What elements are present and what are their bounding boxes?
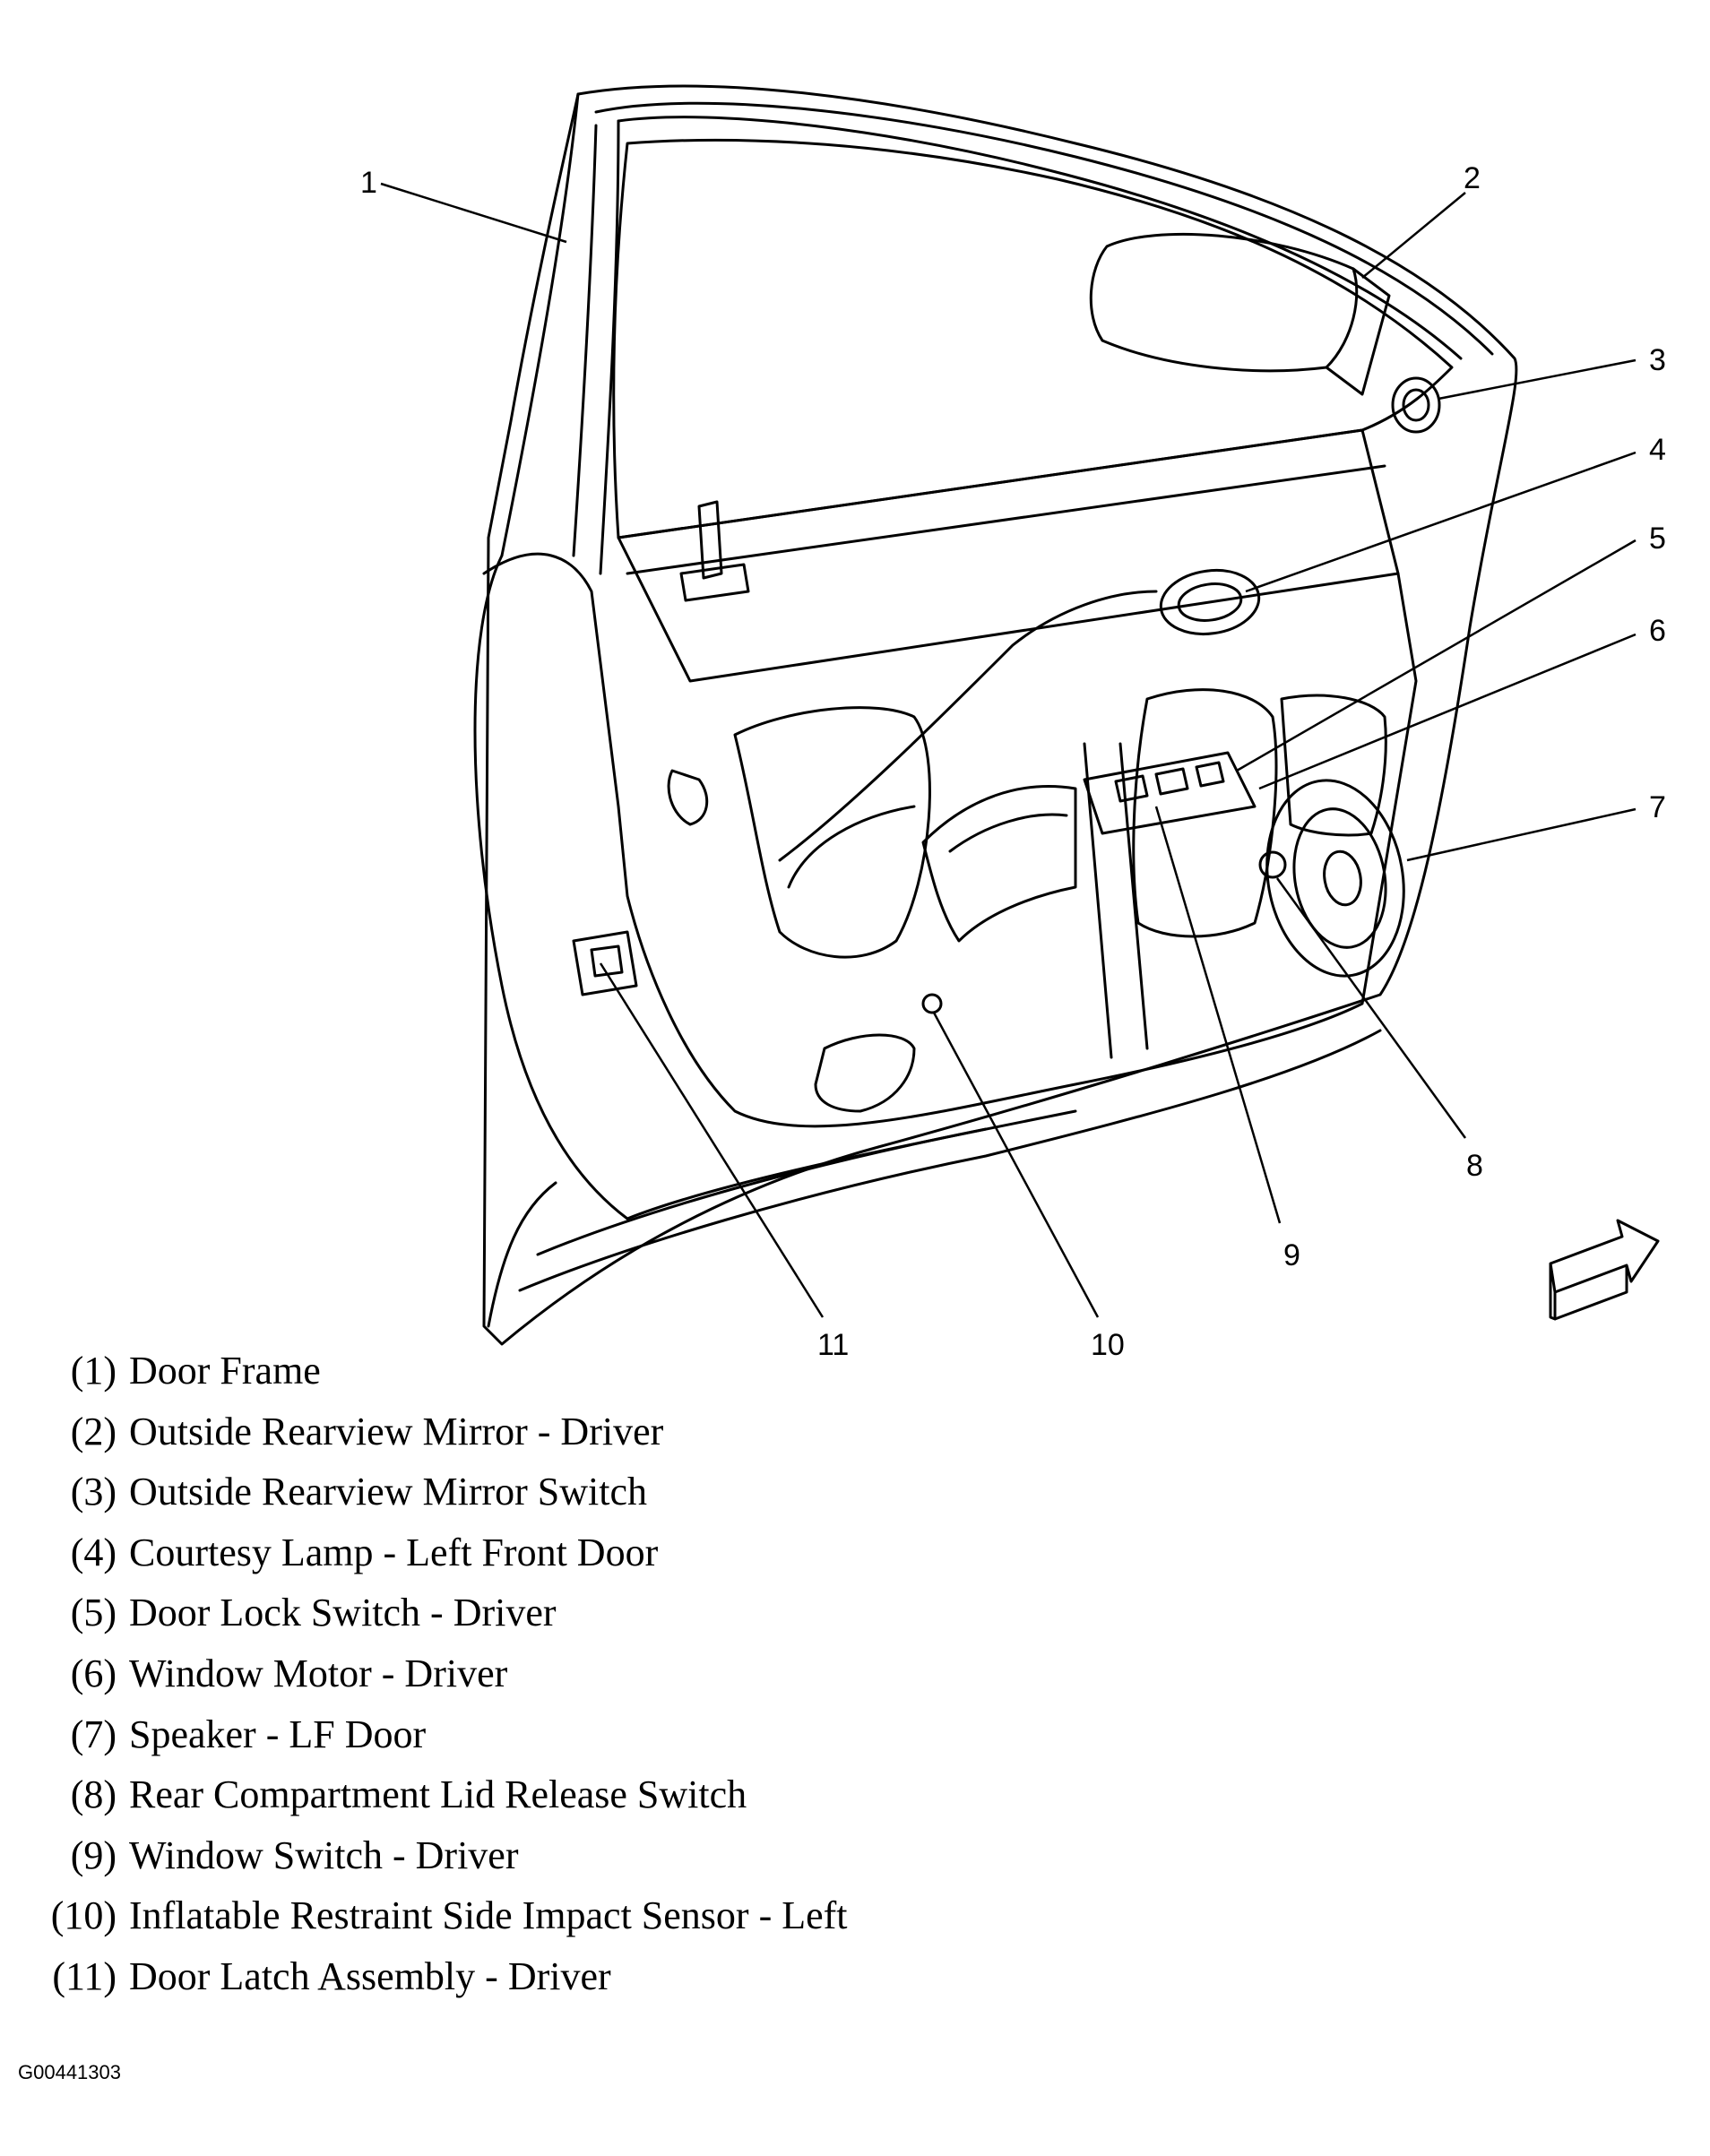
leader-line-10 (932, 1012, 1100, 1318)
legend-item: (5) Door Lock Switch - Driver (30, 1583, 1285, 1643)
forward-arrow-icon (1549, 1219, 1660, 1321)
legend-item: (4) Courtesy Lamp - Left Front Door (30, 1522, 1285, 1583)
legend-item: (7) Speaker - LF Door (30, 1704, 1285, 1765)
legend-item: (6) Window Motor - Driver (30, 1643, 1285, 1704)
legend-number: (1) (70, 1349, 117, 1393)
callout-11: 11 (817, 1328, 849, 1362)
legend-number: (5) (70, 1591, 117, 1635)
callout-7: 7 (1649, 790, 1666, 824)
callout-1: 1 (360, 166, 377, 200)
leader-line-4 (1245, 451, 1637, 593)
leader-line-9 (1154, 806, 1282, 1224)
door-drawing (473, 84, 1518, 1346)
legend-item: (2) Outside Rearview Mirror - Driver (30, 1401, 1285, 1462)
leader-line-7 (1406, 807, 1637, 862)
door-components-diagram: 1 2 3 4 5 6 7 8 9 10 11 (360, 84, 1666, 1362)
leader-line-11 (599, 962, 825, 1318)
callout-2: 2 (1464, 161, 1481, 195)
legend-text: Window Motor - Driver (129, 1651, 508, 1695)
legend-number: (4) (70, 1530, 117, 1574)
legend-text: Courtesy Lamp - Left Front Door (129, 1530, 659, 1574)
legend-text: Outside Rearview Mirror Switch (129, 1470, 647, 1514)
leader-line-5 (1236, 539, 1637, 772)
callout-9: 9 (1283, 1238, 1300, 1272)
legend-number: (9) (70, 1833, 117, 1877)
legend-item: (9) Window Switch - Driver (30, 1825, 1285, 1886)
legend-number: (3) (70, 1470, 117, 1514)
legend-item: (3) Outside Rearview Mirror Switch (30, 1462, 1285, 1522)
legend-number: (8) (70, 1772, 117, 1817)
legend-text: Speaker - LF Door (129, 1712, 427, 1756)
legend-number: (11) (52, 1953, 117, 1998)
leader-line-3 (1438, 358, 1637, 401)
legend-text: Rear Compartment Lid Release Switch (129, 1772, 747, 1817)
legend-text: Inflatable Restraint Side Impact Sensor … (129, 1893, 848, 1938)
leader-line-1 (380, 182, 567, 244)
callout-numbers: 1 2 3 4 5 6 7 8 9 10 11 (360, 161, 1666, 1362)
leader-lines (380, 182, 1637, 1318)
leader-line-2 (1361, 192, 1466, 279)
legend-item: (10) Inflatable Restraint Side Impact Sen… (30, 1885, 1285, 1946)
callout-3: 3 (1649, 343, 1666, 377)
legend-item: (8) Rear Compartment Lid Release Switch (30, 1764, 1285, 1825)
legend-number: (6) (70, 1651, 117, 1695)
legend-text: Window Switch - Driver (129, 1833, 519, 1877)
legend-number: (2) (70, 1409, 117, 1453)
callout-8: 8 (1466, 1149, 1483, 1183)
legend-item: (11) Door Latch Assembly - Driver (30, 1946, 1285, 2007)
legend-text: Door Latch Assembly - Driver (129, 1953, 611, 1998)
legend-number: (7) (70, 1712, 117, 1756)
callout-6: 6 (1649, 614, 1666, 648)
legend-text: Door Lock Switch - Driver (129, 1591, 557, 1635)
callout-4: 4 (1649, 433, 1666, 467)
legend-item: (1) Door Frame (30, 1341, 1285, 1401)
callout-10: 10 (1091, 1328, 1125, 1362)
leader-line-6 (1258, 633, 1637, 790)
leader-line-8 (1275, 877, 1467, 1139)
figure-id: G00441303 (18, 2061, 121, 2083)
callout-5: 5 (1649, 522, 1666, 556)
legend-number: (10) (50, 1893, 117, 1938)
legend-text: Outside Rearview Mirror - Driver (129, 1409, 664, 1453)
legend-text: Door Frame (129, 1349, 321, 1393)
component-legend: (1) Door Frame (2) Outside Rearview Mirror… (30, 1341, 1285, 2007)
